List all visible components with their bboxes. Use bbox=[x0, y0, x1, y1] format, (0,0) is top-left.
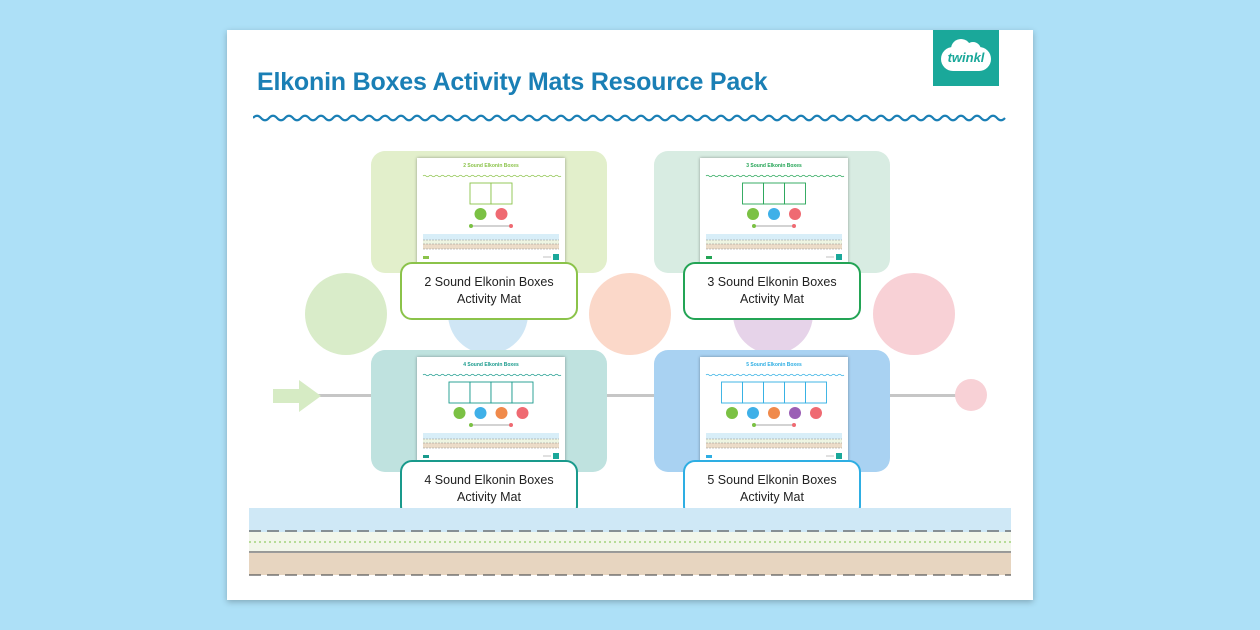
logo-text: twinkl bbox=[947, 50, 985, 65]
thumbnail-wave bbox=[422, 174, 562, 178]
handwriting-lines bbox=[249, 508, 1011, 576]
mat-label-line2: Activity Mat bbox=[740, 490, 804, 504]
thumbnail-wave bbox=[705, 174, 845, 178]
sound-counter-dot bbox=[726, 407, 738, 419]
mini-twinkl-mark bbox=[836, 453, 842, 459]
elkonin-box bbox=[490, 381, 513, 404]
arrow-right-icon bbox=[273, 380, 321, 412]
mini-writing-band bbox=[706, 240, 842, 244]
blend-arrow-end bbox=[509, 423, 513, 427]
mini-writing-band bbox=[706, 244, 842, 249]
mini-writing-band bbox=[423, 439, 559, 443]
sound-counter-dot bbox=[768, 407, 780, 419]
mini-writing-band bbox=[706, 433, 842, 439]
sound-counter-dot bbox=[495, 208, 508, 220]
resource-pack-sheet: Elkonin Boxes Activity Mats Resource Pac… bbox=[227, 30, 1033, 600]
sound-counter-dot bbox=[474, 407, 487, 419]
mini-logo-mark bbox=[423, 256, 429, 259]
mat-thumbnail-5[interactable]: 5 Sound Elkonin Boxes bbox=[700, 357, 848, 463]
elkonin-box bbox=[448, 381, 471, 404]
elkonin-box bbox=[763, 182, 785, 205]
blend-arrow-start bbox=[752, 224, 756, 228]
mini-writing-band bbox=[423, 240, 559, 244]
mini-writing-band bbox=[423, 244, 559, 249]
sound-counter-dot bbox=[747, 407, 759, 419]
elkonin-box bbox=[763, 381, 785, 404]
mat-label-line1: 3 Sound Elkonin Boxes bbox=[707, 275, 837, 289]
timeline-end-dot bbox=[955, 379, 987, 411]
mat-thumbnail-4[interactable]: 4 Sound Elkonin Boxes bbox=[417, 357, 565, 463]
mat-label-line1: 4 Sound Elkonin Boxes bbox=[424, 473, 554, 487]
elkonin-box bbox=[511, 381, 534, 404]
thumbnail-artwork bbox=[422, 174, 562, 260]
sound-counter-dot bbox=[810, 407, 822, 419]
sound-counter-dot bbox=[453, 407, 466, 419]
thumbnail-title: 4 Sound Elkonin Boxes bbox=[463, 362, 519, 368]
thumbnail-wave bbox=[422, 373, 562, 377]
blend-arrow-end bbox=[792, 423, 796, 427]
mini-writing-band bbox=[423, 443, 559, 448]
thumbnail-artwork bbox=[422, 373, 562, 459]
mini-logo-mark bbox=[423, 455, 429, 458]
elkonin-box bbox=[469, 182, 492, 205]
decor-circle-green bbox=[305, 273, 387, 355]
timeline-line bbox=[317, 394, 957, 397]
sound-counter-dot bbox=[516, 407, 529, 419]
thumbnail-title: 2 Sound Elkonin Boxes bbox=[463, 163, 519, 169]
mini-writing-band bbox=[706, 234, 842, 240]
cloud-icon bbox=[941, 39, 991, 71]
elkonin-box bbox=[742, 381, 764, 404]
elkonin-box bbox=[721, 381, 743, 404]
decor-circle-pink bbox=[873, 273, 955, 355]
mini-twinkl-mark bbox=[553, 453, 559, 459]
blend-arrow-end bbox=[792, 224, 796, 228]
mini-twinkl-mark bbox=[553, 254, 559, 260]
page-title: Elkonin Boxes Activity Mats Resource Pac… bbox=[257, 68, 768, 96]
wavy-divider bbox=[253, 114, 1006, 122]
sound-counter-dot bbox=[789, 407, 801, 419]
thumbnail-wave bbox=[705, 373, 845, 377]
blend-arrow-end bbox=[509, 224, 513, 228]
elkonin-box bbox=[469, 381, 492, 404]
sound-counter-dot bbox=[495, 407, 508, 419]
mat-label-line2: Activity Mat bbox=[740, 292, 804, 306]
mat-label-line2: Activity Mat bbox=[457, 292, 521, 306]
decor-circle-peach bbox=[589, 273, 671, 355]
elkonin-box bbox=[742, 182, 764, 205]
elkonin-box bbox=[784, 182, 806, 205]
blend-arrow-start bbox=[752, 423, 756, 427]
thumbnail-artwork bbox=[705, 174, 845, 260]
thumbnail-artwork bbox=[705, 373, 845, 459]
mat-label-line2: Activity Mat bbox=[457, 490, 521, 504]
mini-logo-mark bbox=[706, 455, 712, 458]
mat-label-line1: 2 Sound Elkonin Boxes bbox=[424, 275, 554, 289]
elkonin-box bbox=[490, 182, 513, 205]
mat-thumbnail-2[interactable]: 2 Sound Elkonin Boxes bbox=[417, 158, 565, 264]
mini-writing-band bbox=[706, 443, 842, 448]
thumbnail-title: 3 Sound Elkonin Boxes bbox=[746, 163, 802, 169]
mini-writing-band bbox=[423, 433, 559, 439]
mini-writing-band bbox=[423, 234, 559, 240]
mat-label-line1: 5 Sound Elkonin Boxes bbox=[707, 473, 837, 487]
mini-twinkl-mark bbox=[836, 254, 842, 260]
sound-counter-dot bbox=[768, 208, 780, 220]
mini-writing-band bbox=[706, 439, 842, 443]
elkonin-box bbox=[805, 381, 827, 404]
blend-arrow-start bbox=[469, 423, 473, 427]
elkonin-box bbox=[784, 381, 806, 404]
sound-counter-dot bbox=[747, 208, 759, 220]
twinkl-logo: twinkl bbox=[933, 30, 999, 86]
blend-arrow-start bbox=[469, 224, 473, 228]
sound-counter-dot bbox=[474, 208, 487, 220]
thumbnail-title: 5 Sound Elkonin Boxes bbox=[746, 362, 802, 368]
sound-counter-dot bbox=[789, 208, 801, 220]
mini-logo-mark bbox=[706, 256, 712, 259]
mat-thumbnail-3[interactable]: 3 Sound Elkonin Boxes bbox=[700, 158, 848, 264]
